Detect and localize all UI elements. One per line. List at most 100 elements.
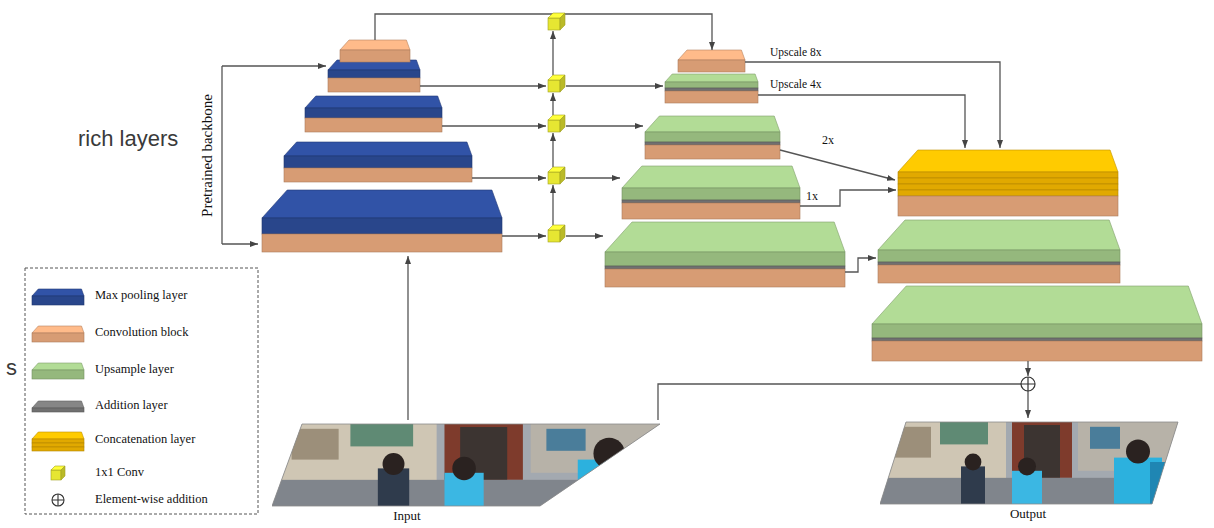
slab-front [605,252,845,266]
flow-arrow [442,125,546,126]
slab-front [645,145,780,159]
scale-label: 2x [822,134,834,147]
photo-region [546,429,585,451]
slab-top [305,96,442,108]
conv1x1-cube [51,466,65,480]
slab-front [878,250,1120,262]
flow-arrow [472,177,546,178]
slab-front [872,338,1202,341]
slab-top [32,326,84,333]
street-photo [272,420,664,508]
slab-front [872,341,1202,361]
scale-label: Upscale 8x [770,46,821,59]
cube-side [560,167,565,184]
skip-connection [658,384,1028,420]
slab-front [878,265,1120,283]
legend-text: Concatenation layer [95,432,195,447]
backbone-level [340,40,410,62]
flow-arrow [780,150,895,180]
slab-top [678,50,745,60]
cube-front [548,120,560,132]
legend-text: Upsample layer [95,362,174,377]
slab-front [665,88,758,91]
photo-region [272,420,437,482]
street-photo [880,418,1180,506]
element-wise-addition-symbol [1021,377,1035,391]
slab-top [645,116,780,132]
flow-arrow [552,185,553,225]
flow-arrow [758,95,965,148]
slab-front [328,70,420,78]
slab-front [645,142,780,145]
photo-region [880,418,1180,506]
slab-top [898,150,1118,172]
legend-text: Convolution block [95,325,188,340]
legend-text: Max pooling layer [95,288,187,303]
slab-front [32,370,84,379]
plus-circle [52,494,64,506]
photo-region [880,418,1006,480]
image-panel: Output [880,418,1180,524]
slab-top [32,401,84,408]
cube-side [560,13,565,30]
slab-front [665,91,758,103]
slab-front [898,190,1118,196]
legend-swatch [30,428,90,452]
slab-top [622,166,800,188]
conv1x1-cube [548,75,565,92]
slide-text: rich layers [78,127,178,151]
flow-arrow [420,85,546,86]
photo-region [1012,418,1072,478]
slab-top [878,220,1120,250]
photo-region [1150,462,1180,506]
photo-region [1012,471,1042,506]
image-panel: Input [272,420,664,526]
scale-label: 1x [806,190,818,203]
flow-arrow [222,243,258,244]
photo-region [578,460,641,508]
image-outline [272,424,660,506]
conv1x1-cube [548,167,565,184]
legend-slab [32,432,84,451]
slab-front [872,324,1202,338]
slab-top [32,432,84,439]
photo-region [895,427,931,458]
slab-top [262,190,502,218]
slab-front [32,408,84,412]
flow-arrow [222,65,326,66]
photo-region [961,466,985,506]
flow-arrow [407,256,408,420]
slab-front [340,50,410,62]
slab-front [32,296,84,305]
plus-cross [52,494,64,506]
image-caption: Output [978,506,1078,521]
slab-front [305,118,442,132]
legend-frame [25,268,258,514]
legend-slab [32,401,84,412]
cube-front [548,18,560,30]
slab-front [328,78,420,92]
slab-front [898,184,1118,190]
photo-person-head [965,454,982,471]
flow-arrow [745,62,1000,148]
conv1x1-cube [548,13,565,30]
photo-person-head [593,438,624,469]
decoder-level [678,50,745,72]
slab-front [622,200,800,203]
image-caption: Input [357,508,457,523]
photo-person-head [1018,457,1036,475]
slab-top [340,40,410,50]
bracket-line [221,66,222,244]
legend-swatch [30,321,90,345]
flow-arrow [566,125,643,126]
flow-arrow [552,93,553,115]
flow-arrow [1027,361,1028,376]
legend-swatch [30,488,90,512]
cube-front [548,230,560,242]
flow-arrow [566,235,603,236]
legend-swatch [30,461,90,485]
plus-circle [1021,377,1035,391]
slab-front [32,447,84,451]
slab-front [262,218,502,234]
slab-top [284,142,472,156]
